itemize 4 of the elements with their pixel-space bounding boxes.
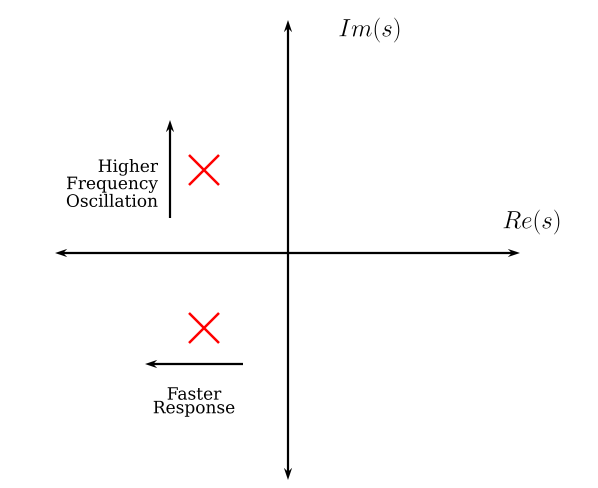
axis-label: $Re(s)$ bbox=[504, 210, 560, 234]
annotation-text: Higher Frequency Oscillation bbox=[66, 158, 158, 207]
axis-label: $Im(s)$ bbox=[339, 18, 400, 42]
annotation-text: Faster Response bbox=[154, 387, 234, 417]
